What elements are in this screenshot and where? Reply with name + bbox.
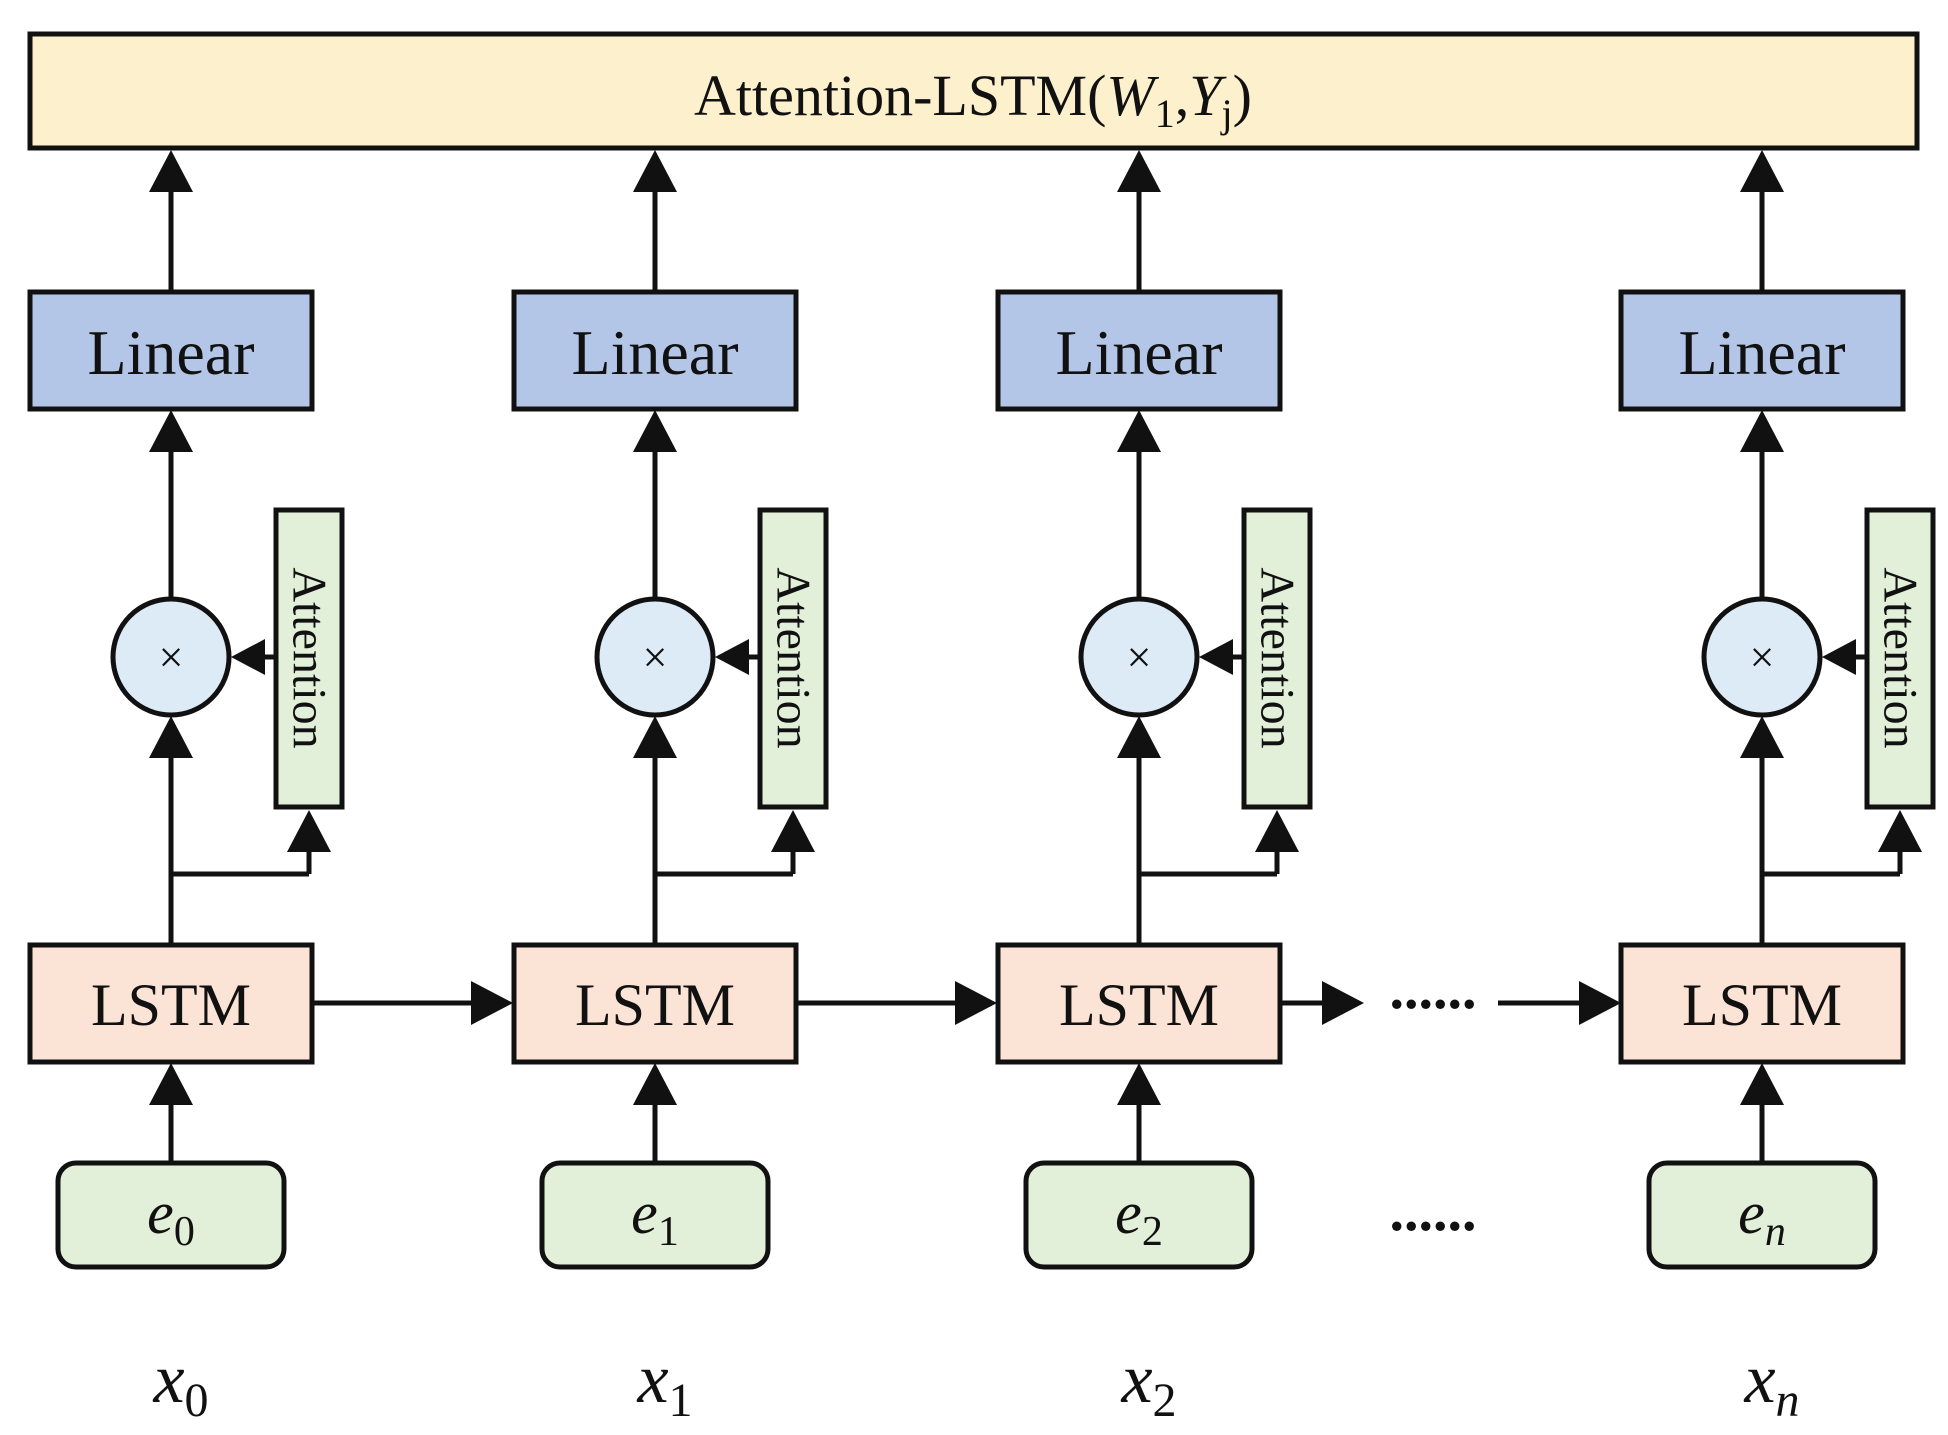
multiply-icon: × (1750, 633, 1775, 682)
multiply-icon: × (159, 633, 184, 682)
lstm-chain-arrow (471, 981, 513, 1025)
linear-block (995, 289, 1283, 412)
attention-block (273, 507, 345, 810)
multiply-node (594, 596, 716, 718)
linear-label: Linear (88, 317, 255, 388)
embedding-subscript: 1 (658, 1209, 679, 1255)
input-subscript: n (1776, 1374, 1800, 1427)
embedding-label: e2 (1115, 1180, 1163, 1255)
attention-label: Attention (767, 567, 820, 748)
multiply-node (110, 596, 232, 718)
embedding-label: en (1738, 1180, 1786, 1255)
lstm-chain-arrow (1579, 981, 1621, 1025)
lstm-to-attention-arrow (771, 810, 815, 852)
input-label: x2 (1120, 1341, 1176, 1427)
embedding-label: e1 (631, 1180, 679, 1255)
attention-lstm-block (27, 31, 1920, 151)
input-subscript: 1 (669, 1374, 693, 1427)
lstm-label: LSTM (575, 972, 735, 1038)
lstm-label: LSTM (91, 972, 251, 1038)
timestep-columns: Linear×AttentionLSTMe0x0Linear×Attention… (27, 289, 1936, 1427)
lstm-to-multiply-arrow (1740, 716, 1784, 758)
input-symbol: x (152, 1341, 184, 1418)
lstm-label: LSTM (1682, 972, 1842, 1038)
attention-block (1241, 507, 1313, 810)
linear-label: Linear (1679, 317, 1846, 388)
embedding-symbol: e (1738, 1180, 1765, 1246)
embedding-block (1023, 1160, 1255, 1270)
attention-label: Attention (1874, 567, 1927, 748)
attention-lstm-label: Attention-LSTM(W1,Yj) (694, 63, 1252, 136)
embed-to-lstm-arrow (1117, 1063, 1161, 1105)
linear-to-title-arrow (633, 150, 677, 192)
multiply-icon: × (1127, 633, 1152, 682)
input-label: xn (1743, 1341, 1799, 1427)
input-label: x0 (152, 1341, 208, 1427)
embed-to-lstm-arrow (149, 1063, 193, 1105)
linear-block (1618, 289, 1906, 412)
embedding-subscript: 2 (1142, 1209, 1163, 1255)
embedding-subscript: 0 (174, 1209, 195, 1255)
input-symbol: x (1743, 1341, 1775, 1418)
attention-to-multiply-arrow (1199, 639, 1233, 675)
input-symbol: x (636, 1341, 668, 1418)
embedding-symbol: e (631, 1180, 658, 1246)
multiply-icon: × (643, 633, 668, 682)
linear-to-title-arrow (1740, 150, 1784, 192)
embed-to-lstm-arrow (1740, 1063, 1784, 1105)
connector-lines (149, 150, 1922, 1163)
embedding-symbol: e (147, 1180, 174, 1246)
lstm-block (1618, 942, 1906, 1065)
lstm-to-attention-arrow (287, 810, 331, 852)
lstm-to-multiply-arrow (1117, 716, 1161, 758)
attention-to-multiply-arrow (231, 639, 265, 675)
lstm-to-multiply-arrow (149, 716, 193, 758)
multiply-to-linear-arrow (1117, 410, 1161, 452)
attention-label: Attention (283, 567, 336, 748)
lstm-chain-arrow (1322, 981, 1364, 1025)
lstm-block (995, 942, 1283, 1065)
embedding-label: e0 (147, 1180, 195, 1255)
attention-to-multiply-arrow (715, 639, 749, 675)
linear-label: Linear (572, 317, 739, 388)
embedding-symbol: e (1115, 1180, 1142, 1246)
linear-block (511, 289, 799, 412)
attention-to-multiply-arrow (1822, 639, 1856, 675)
lstm-block (511, 942, 799, 1065)
linear-label: Linear (1056, 317, 1223, 388)
embedding-block (55, 1160, 287, 1270)
input-symbol: x (1120, 1341, 1152, 1418)
lstm-to-attention-arrow (1878, 810, 1922, 852)
lstm-row-ellipsis: ...... (1390, 956, 1477, 1021)
embed-to-lstm-arrow (633, 1063, 677, 1105)
lstm-block (27, 942, 315, 1065)
multiply-to-linear-arrow (149, 410, 193, 452)
embed-row-ellipsis: ...... (1390, 1178, 1477, 1243)
linear-to-title-arrow (1117, 150, 1161, 192)
multiply-to-linear-arrow (1740, 410, 1784, 452)
lstm-to-multiply-arrow (633, 716, 677, 758)
input-subscript: 2 (1153, 1374, 1177, 1427)
attention-block (757, 507, 829, 810)
linear-block (27, 289, 315, 412)
multiply-to-linear-arrow (633, 410, 677, 452)
attention-block (1864, 507, 1936, 810)
linear-to-title-arrow (149, 150, 193, 192)
lstm-chain-arrow (955, 981, 997, 1025)
embedding-block (1646, 1160, 1878, 1270)
multiply-node (1078, 596, 1200, 718)
input-label: x1 (636, 1341, 692, 1427)
lstm-to-attention-arrow (1255, 810, 1299, 852)
embedding-block (539, 1160, 771, 1270)
input-subscript: 0 (185, 1374, 209, 1427)
lstm-label: LSTM (1059, 972, 1219, 1038)
multiply-node (1701, 596, 1823, 718)
embedding-subscript: n (1765, 1209, 1786, 1255)
attention-label: Attention (1251, 567, 1304, 748)
